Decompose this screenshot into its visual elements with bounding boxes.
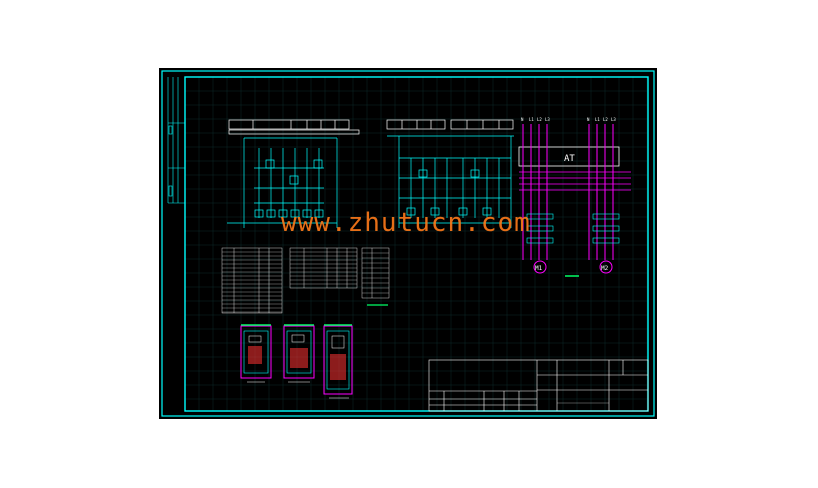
watermark-text: www.zhutucn.com <box>281 208 531 238</box>
control-schematic-1 <box>227 119 360 228</box>
phase-label: L1 <box>529 117 534 122</box>
motor-m2-label: M2 <box>601 265 609 272</box>
cabinet-elevation-1 <box>240 324 272 383</box>
background-grid <box>184 76 648 411</box>
inner-frame <box>184 76 649 412</box>
at-switch-label: AT <box>564 154 575 164</box>
outer-frame <box>161 70 655 417</box>
phase-label: L1 <box>595 117 600 122</box>
phase-label: N <box>587 117 590 122</box>
phase-label: L2 <box>537 117 542 122</box>
parts-table-1 <box>221 247 283 314</box>
motor-m1-symbol <box>533 260 547 274</box>
phase-label: L3 <box>611 117 616 122</box>
motor-m1-label: M1 <box>535 265 543 272</box>
at-switch-box <box>518 146 620 167</box>
parts-table-2-rows <box>290 251 357 285</box>
cabinet-elevation-3 <box>323 324 353 399</box>
parts-table-1-rows <box>222 251 282 313</box>
phase-label: L3 <box>545 117 550 122</box>
control-schematic-2 <box>386 119 514 228</box>
motor-m2-symbol <box>599 260 613 274</box>
binding-margin <box>167 77 185 204</box>
phase-label: N <box>521 117 524 122</box>
phase-lines <box>522 124 614 260</box>
terminal-table-rows <box>362 252 389 294</box>
bus-bars <box>519 171 631 191</box>
contactors <box>526 213 620 244</box>
title-block <box>428 359 649 412</box>
phase-label: L2 <box>603 117 608 122</box>
cabinet-elevation-2 <box>283 324 315 383</box>
